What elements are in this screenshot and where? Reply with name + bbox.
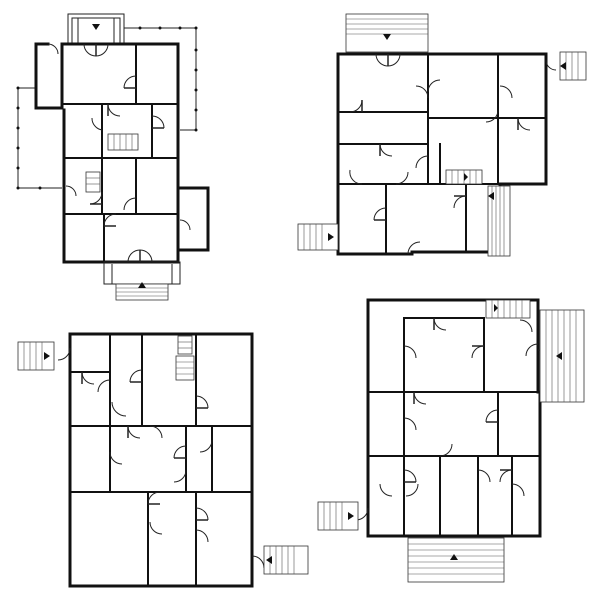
entrance-porch-top — [67, 13, 125, 45]
outer-walls — [34, 42, 210, 264]
plan-top-left — [16, 13, 210, 301]
doors — [355, 317, 551, 521]
entrance-steps-top — [345, 13, 429, 53]
plan-bottom-right — [317, 298, 585, 583]
interior-walls — [69, 333, 253, 587]
doors — [57, 347, 265, 569]
side-steps-left — [17, 341, 55, 371]
side-steps-left — [317, 501, 359, 531]
interior-walls — [63, 43, 179, 263]
stairs — [85, 133, 139, 193]
outer-walls — [366, 298, 542, 538]
side-steps-left — [297, 223, 339, 251]
side-steps-right-bottom — [487, 185, 511, 257]
side-steps-right-top — [559, 51, 587, 81]
plan-top-right — [297, 13, 587, 257]
railing — [16, 26, 198, 190]
side-steps-right — [263, 545, 309, 575]
stairs — [485, 299, 531, 319]
stairs — [175, 335, 195, 381]
interior-walls — [337, 53, 547, 255]
stairs — [445, 169, 483, 185]
outer-walls — [68, 332, 254, 588]
outer-walls — [336, 52, 548, 256]
entrance-steps-bottom — [407, 537, 505, 583]
side-steps-right — [539, 309, 585, 403]
entrance-steps-bottom — [103, 261, 181, 301]
doors — [349, 53, 557, 255]
plan-bottom-left — [17, 332, 309, 588]
doors — [47, 43, 191, 263]
interior-walls — [367, 317, 541, 537]
